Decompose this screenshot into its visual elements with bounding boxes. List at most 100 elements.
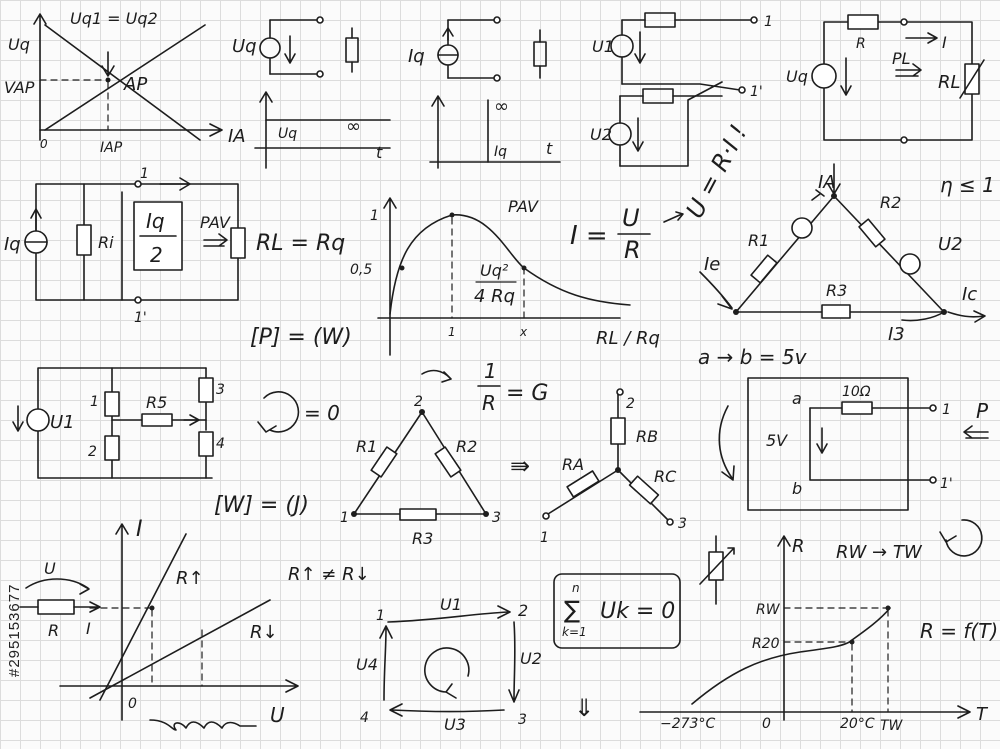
port-a: a (792, 389, 802, 408)
eta-note: η ≤ 1 (940, 173, 995, 197)
ohms-law-notes: U = R·I ! η ≤ 1 I = U R (570, 120, 995, 264)
rt-r: R (792, 536, 805, 557)
rt-t-neg: −273°C (660, 716, 715, 732)
ml-u3: U3 (444, 715, 466, 734)
op-y-vap: VAP (4, 78, 35, 97)
op-x-axis: IA (228, 126, 246, 147)
stock-watermark: #295153677 (6, 583, 23, 677)
pc-x1: 1 (448, 325, 456, 339)
cd-box-top: Iq (146, 209, 165, 233)
dn-r1: R1 (356, 437, 377, 456)
i-num: U (622, 204, 640, 232)
st-rb: RB (636, 427, 658, 446)
tn-ie: Ie (704, 254, 720, 275)
br-r5: R5 (146, 393, 167, 412)
ss-u2: U2 (590, 125, 612, 144)
rt-tw: TW (880, 718, 904, 734)
ml-n1: 1 (376, 608, 385, 624)
current-source-circuit: Iq (408, 16, 547, 82)
ss-u1: U1 (592, 37, 614, 56)
operating-point-graph: Uq1 = Uq2 Uq VAP AP 0 IAP IA (4, 9, 246, 156)
bridge-circuit: U1 1 2 3 4 R5 (12, 367, 225, 479)
ohm-u-rit: U = R·I ! (681, 120, 753, 223)
pc-frac-top: Uq² (480, 261, 509, 280)
pc-y05: 0,5 (350, 262, 372, 278)
op-origin: 0 (40, 137, 48, 151)
g-num: 1 (484, 359, 497, 383)
iu-characteristic-graph: I U R↑ R↓ 0 R I U (19, 517, 299, 731)
vt-level: Uq (278, 126, 297, 142)
ss-n1: 1 (764, 14, 773, 30)
delta-network: 2 1 3 R1 R2 R3 (340, 394, 501, 548)
st-n1: 1 (540, 530, 549, 546)
br-n4: 4 (216, 436, 225, 452)
ml-u4: U4 (356, 655, 378, 674)
ml-u1: U1 (440, 595, 462, 614)
st-n2: 2 (626, 396, 635, 412)
kvl-n: n (572, 581, 580, 595)
iu-ri: I (86, 619, 91, 638)
pc-xx: x (519, 325, 528, 339)
tn-r3: R3 (826, 281, 847, 300)
op-point-label: AP (123, 74, 147, 95)
dn-n1: 1 (340, 510, 349, 526)
tn-r2: R2 (880, 193, 901, 212)
lc-r: R (856, 36, 866, 52)
port-b: b (792, 479, 802, 498)
ml-n3: 3 (518, 712, 527, 728)
cd-n2: 1' (134, 310, 147, 326)
g-eq: = G (506, 381, 548, 406)
port-r: 10Ω (842, 384, 871, 400)
br-u1: U1 (50, 412, 75, 433)
kvl-uk: Uk = 0 (600, 599, 675, 624)
variable-resistor (699, 535, 735, 605)
rt-r20: R20 (752, 636, 780, 652)
cd-box-bot: 2 (150, 243, 163, 267)
cd-n1: 1 (140, 166, 149, 182)
rt-rw: RW (756, 602, 781, 618)
port-p: P (976, 399, 989, 423)
vt-t: t (376, 143, 383, 162)
port-n1: 1 (942, 402, 951, 418)
rt-func: R = f(T) (920, 619, 998, 643)
iu-u: U (270, 703, 285, 727)
power-curve-graph: 1 0,5 PAV Uq² 4 Rq 1 x RL / Rq (350, 197, 660, 356)
tn-ic: Ic (962, 284, 977, 305)
ml-n2: 2 (518, 601, 528, 620)
kvl-sum: ∑ (564, 596, 580, 624)
equiv-arrow: ⇛ (510, 452, 530, 480)
cd-pav: PAV (200, 213, 231, 232)
iu-r-up: R↑ (176, 568, 204, 589)
dn-r2: R2 (456, 437, 477, 456)
i-den: R (624, 236, 641, 264)
ml-n4: 4 (360, 710, 369, 726)
br-n1: 1 (90, 394, 99, 410)
unit-w: [W] = (J) (214, 493, 309, 518)
ml-u2: U2 (520, 649, 542, 668)
cd-ri: Ri (98, 233, 114, 252)
current-time-graph: Iq ∞ t (429, 95, 561, 169)
kvl-k: k=1 (562, 625, 587, 639)
unit-p: [P] = (W) (250, 325, 352, 350)
st-n3: 3 (678, 516, 687, 532)
ct-t: t (546, 139, 553, 158)
br-n3: 3 (216, 382, 225, 398)
rt-zero: 0 (762, 716, 771, 732)
star-network: 2 1 3 RB RA RC (540, 388, 687, 546)
resistance-temperature-graph: R RW → TW RW R20 −273°C 0 20°C TW T R = … (639, 535, 998, 734)
triangle-node-circuit: IA R1 R2 U2 Ie R3 Ic I3 (699, 163, 986, 345)
iu-origin: 0 (128, 696, 137, 712)
dn-r3: R3 (412, 529, 433, 548)
pc-y1: 1 (370, 208, 379, 224)
st-ra: RA (562, 455, 584, 474)
rt-t20: 20°C (840, 716, 875, 732)
r-neq: R↑ ≠ R↓ (288, 564, 370, 585)
iu-r-down: R↓ (250, 622, 278, 643)
i-equals: I = (570, 221, 608, 251)
vt-inf: ∞ (346, 116, 361, 137)
iu-i: I (136, 517, 143, 542)
mesh-loop: 1 2 3 4 U1 U2 U3 U4 (356, 595, 542, 734)
dn-n3: 3 (492, 510, 501, 526)
